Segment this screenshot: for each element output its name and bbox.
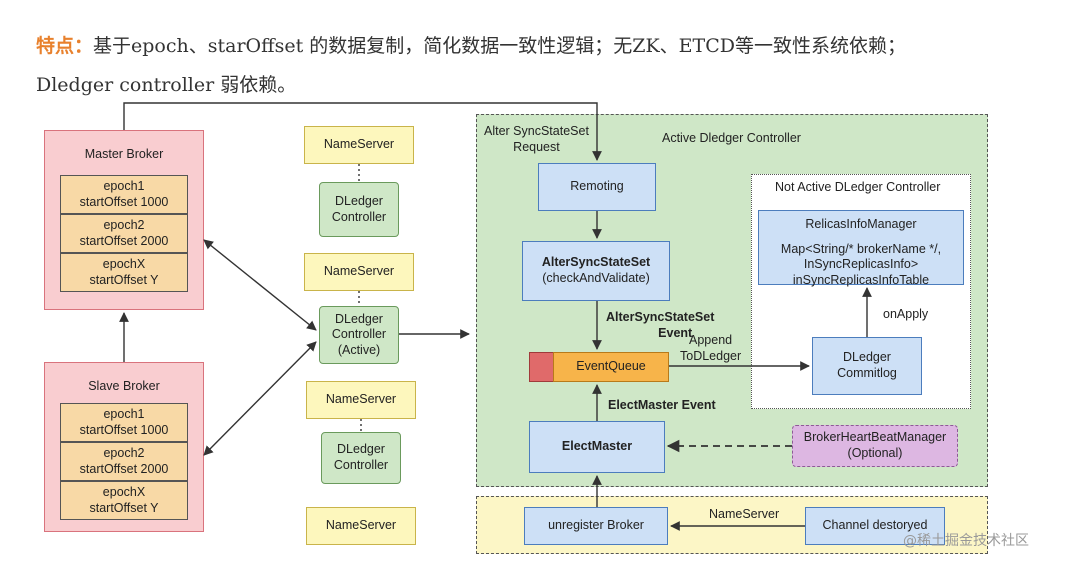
slave-epoch-label: epochX [102, 484, 146, 499]
master-epoch-entry: epoch2 startOffset 2000 [60, 214, 188, 253]
bottom-nameserver-label: NameServer [709, 507, 780, 521]
event-queue-head [529, 352, 554, 382]
slave-offset-label: startOffset 2000 [79, 461, 169, 476]
dledger-controller: DLedger Controller [319, 182, 399, 237]
alter-event-line: Event [658, 325, 693, 340]
elect-master-box: ElectMaster [529, 421, 665, 473]
master-offset-label: startOffset 2000 [79, 233, 169, 248]
dledger-controller-line: Controller [333, 458, 389, 472]
slave-broker-title: Slave Broker [88, 379, 160, 393]
dledger-controller-status: (Active) [337, 342, 381, 357]
master-epoch-entry: epoch1 startOffset 1000 [60, 175, 188, 214]
heartbeat-sub: (Optional) [847, 446, 903, 460]
master-offset-label: startOffset Y [89, 272, 159, 287]
relicas-info-manager: RelicasInfoManager Map<String/* brokerNa… [758, 210, 964, 287]
not-active-title: Not Active DLedger Controller [775, 180, 941, 194]
alter-sync-state-set-title: AlterSyncStateSet [541, 255, 651, 270]
dledger-controller-line: Controller [331, 327, 387, 342]
channel-destroyed-box: Channel destoryed [805, 507, 945, 545]
slave-epoch-entry: epoch1 startOffset 1000 [60, 403, 188, 442]
slave-epoch-label: epoch1 [103, 406, 145, 421]
commitlog-line: DLedger [843, 350, 891, 365]
alter-sync-state-set-sub: (checkAndValidate) [542, 271, 650, 285]
event-queue: EventQueue [553, 352, 669, 382]
relicas-map-line: Map<String/* brokerName */, [780, 241, 942, 256]
append-label: Append ToDLedger [680, 333, 741, 364]
relicas-title: RelicasInfoManager [805, 217, 917, 231]
nameserver-box: NameServer [306, 381, 416, 419]
alter-sync-state-set-box: AlterSyncStateSet (checkAndValidate) [522, 241, 670, 301]
request-label-line: Request [513, 139, 560, 154]
slave-epoch-label: epoch2 [103, 445, 145, 460]
dledger-controller-active: DLedger Controller (Active) [319, 306, 399, 364]
header-line-1: 特点：基于epoch、starOffset 的数据复制，简化数据一致性逻辑；无Z… [36, 31, 906, 58]
nameserver-box: NameServer [304, 126, 414, 164]
nameserver-box: NameServer [306, 507, 416, 545]
header-line-1-text: 基于epoch、starOffset 的数据复制，简化数据一致性逻辑；无ZK、E… [93, 35, 906, 57]
slave-controller-arrow [203, 341, 317, 456]
slave-offset-label: startOffset Y [89, 500, 159, 515]
active-controller-title: Active Dledger Controller [662, 131, 801, 145]
heartbeat-title: BrokerHeartBeatManager [803, 430, 947, 445]
elect-event-label: ElectMaster Event [608, 398, 716, 412]
append-label-line: Append [689, 333, 733, 347]
remoting-box: Remoting [538, 163, 656, 211]
dledger-commitlog-box: DLedger Commitlog [812, 337, 922, 395]
relicas-map-line: inSyncReplicasInfoTable [792, 272, 930, 287]
on-apply-label: onApply [883, 307, 929, 321]
master-epoch-label: epochX [102, 256, 146, 271]
alter-event-label: AlterSyncStateSet Event [606, 310, 714, 341]
commitlog-line: Commitlog [837, 366, 897, 380]
unregister-broker-box: unregister Broker [524, 507, 668, 545]
broker-heartbeat-manager: BrokerHeartBeatManager (Optional) [792, 425, 958, 467]
request-label: Alter SyncStateSet Request [484, 124, 589, 155]
header-key: 特点： [36, 35, 94, 57]
master-controller-arrow [203, 239, 317, 331]
dledger-controller: DLedger Controller [321, 432, 401, 484]
master-epoch-label: epoch1 [103, 178, 145, 193]
append-label-line: ToDLedger [680, 348, 742, 363]
master-offset-label: startOffset 1000 [79, 194, 169, 209]
request-arrow [123, 102, 602, 161]
master-epoch-entry: epochX startOffset Y [60, 253, 188, 292]
slave-offset-label: startOffset 1000 [79, 422, 169, 437]
relicas-map-line: InSyncReplicasInfo> [803, 257, 919, 272]
header-line-2: Dledger controller 弱依赖。 [36, 74, 297, 96]
dledger-controller-line: Controller [331, 209, 387, 224]
request-label-line: Alter SyncStateSet [484, 124, 589, 138]
slave-epoch-entry: epochX startOffset Y [60, 481, 188, 520]
dledger-controller-line: DLedger [335, 193, 383, 208]
nameserver-box: NameServer [304, 253, 414, 291]
dledger-controller-line: DLedger [335, 311, 383, 326]
watermark: @稀土掘金技术社区 [903, 533, 1029, 549]
master-epoch-label: epoch2 [103, 217, 145, 232]
slave-epoch-entry: epoch2 startOffset 2000 [60, 442, 188, 481]
master-broker-title: Master Broker [84, 147, 164, 161]
alter-event-line: AlterSyncStateSet [606, 310, 715, 324]
dledger-controller-line: DLedger [337, 442, 385, 457]
